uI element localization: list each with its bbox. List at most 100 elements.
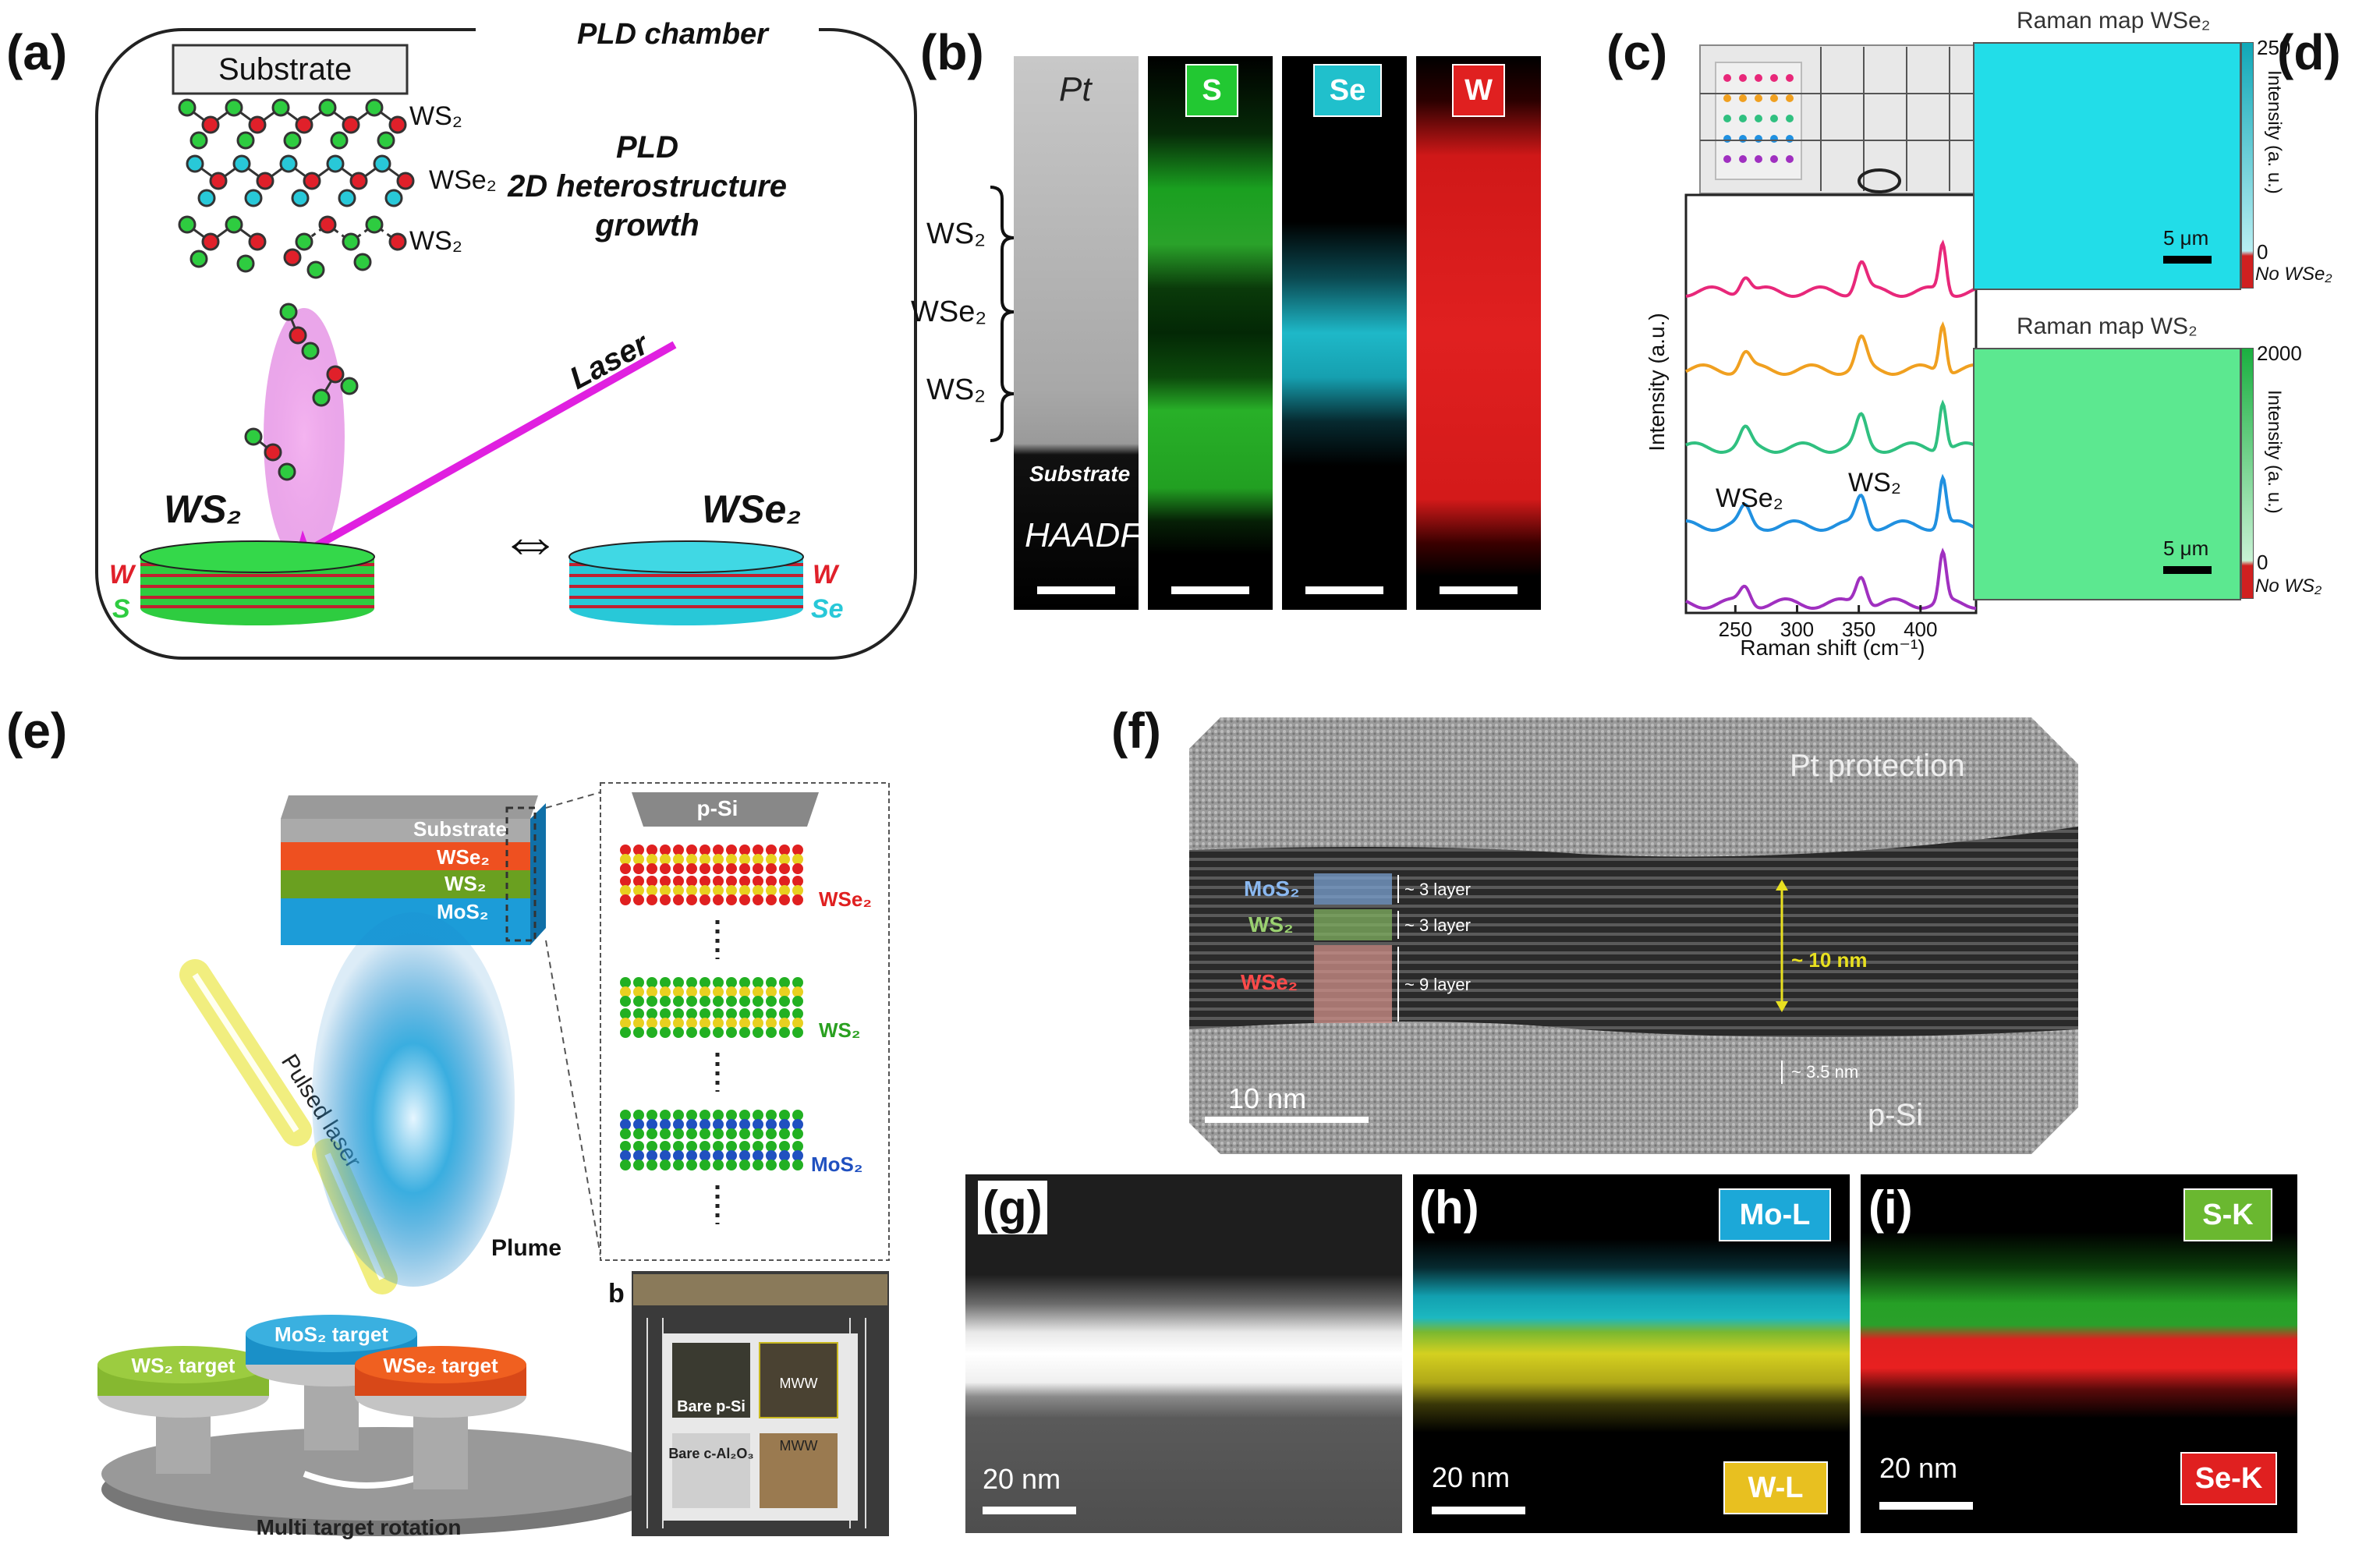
atom bbox=[633, 1141, 644, 1152]
chamber-title: PLD chamber bbox=[577, 18, 770, 51]
atom bbox=[739, 1027, 750, 1038]
photo-mww1: MWW bbox=[780, 1376, 818, 1391]
zoom-top-label: p-Si bbox=[697, 796, 738, 820]
wse2-target-e bbox=[355, 1346, 526, 1489]
atom bbox=[726, 876, 737, 887]
atom bbox=[766, 986, 777, 997]
atom bbox=[792, 894, 803, 905]
atom bbox=[633, 1027, 644, 1038]
inset-dot bbox=[1786, 94, 1794, 102]
panel-b-braces: WS₂ WSe₂ WS₂ bbox=[911, 186, 1015, 442]
atom bbox=[766, 977, 777, 988]
raman-series bbox=[1685, 239, 1977, 610]
atom bbox=[779, 1119, 790, 1130]
atom bbox=[660, 996, 671, 1007]
photo-mww2: MWW bbox=[780, 1438, 818, 1454]
atom bbox=[633, 894, 644, 905]
atom bbox=[753, 885, 763, 896]
atom bbox=[713, 1119, 724, 1130]
inset-dot bbox=[1723, 94, 1731, 102]
atom bbox=[766, 1018, 777, 1029]
inset-dot bbox=[1770, 115, 1778, 122]
atom bbox=[753, 1128, 763, 1139]
atom bbox=[779, 1018, 790, 1029]
panel-b-images: Pt Substrate HAADF S Se W bbox=[1014, 56, 1583, 610]
atom bbox=[753, 1027, 763, 1038]
panel-label-b: (b) bbox=[920, 24, 984, 80]
tag-s-k: S-K bbox=[2183, 1188, 2272, 1241]
atom bbox=[646, 1141, 657, 1152]
layer3-label: WS₂ bbox=[409, 226, 462, 256]
atom bbox=[686, 885, 697, 896]
atom bbox=[739, 876, 750, 887]
atom bbox=[699, 1160, 710, 1170]
atom bbox=[660, 854, 671, 865]
atom bbox=[726, 1160, 737, 1170]
map1-scale-bar bbox=[2163, 256, 2212, 264]
eds-map-w bbox=[1416, 56, 1541, 610]
inset-dot bbox=[1770, 74, 1778, 82]
atom bbox=[686, 854, 697, 865]
atom bbox=[673, 863, 684, 874]
atom bbox=[633, 845, 644, 855]
photo-bare-psi: Bare p-Si bbox=[677, 1398, 746, 1415]
panel-label-d: (d) bbox=[2277, 24, 2341, 80]
atom bbox=[739, 885, 750, 896]
atom bbox=[753, 1018, 763, 1029]
right-el-se: Se bbox=[811, 594, 844, 624]
atom bbox=[726, 1128, 737, 1139]
atom bbox=[620, 1018, 631, 1029]
atom bbox=[699, 1018, 710, 1029]
panel-label-f: (f) bbox=[1111, 703, 1161, 759]
atom bbox=[686, 977, 697, 988]
atom bbox=[699, 854, 710, 865]
atom bbox=[739, 1018, 750, 1029]
layer2-label: WSe₂ bbox=[429, 165, 497, 195]
atom bbox=[686, 1128, 697, 1139]
atom bbox=[779, 1027, 790, 1038]
tag-w: W bbox=[1452, 64, 1505, 117]
map1-no: No WSe₂ bbox=[2255, 264, 2332, 285]
atom bbox=[646, 1128, 657, 1139]
atom bbox=[739, 996, 750, 1007]
map1-colorbar bbox=[2241, 42, 2254, 289]
ws2-layer-bottom bbox=[178, 215, 407, 279]
target-ws2-label: WS₂ target bbox=[132, 1354, 236, 1377]
atom bbox=[792, 1128, 803, 1139]
ws2-layer-top bbox=[178, 98, 407, 150]
wse2-target bbox=[568, 540, 804, 625]
panel-label-a: (a) bbox=[6, 24, 68, 80]
panel-h-scale-label: 20 nm bbox=[1432, 1461, 1511, 1493]
atom bbox=[686, 986, 697, 997]
map2-scale-bar bbox=[2163, 566, 2212, 574]
plume-label: Plume bbox=[491, 1235, 561, 1261]
atom bbox=[779, 1128, 790, 1139]
panel-f-tem: Pt protection p-Si 10 nm MoS₂ WS₂ WSe₂ ~… bbox=[1189, 717, 2078, 1154]
x-tick-label: 300 bbox=[1780, 618, 1814, 641]
atom bbox=[753, 1119, 763, 1130]
sample-photo-inset bbox=[1699, 44, 1978, 194]
ablated-molecules bbox=[244, 303, 359, 481]
inset-dot bbox=[1755, 155, 1762, 163]
atom bbox=[699, 1141, 710, 1152]
atom bbox=[646, 996, 657, 1007]
inset-dot bbox=[1739, 74, 1747, 82]
atom bbox=[792, 845, 803, 855]
atom bbox=[620, 986, 631, 997]
haadf-substrate-label: Substrate bbox=[1029, 462, 1131, 486]
pt-protection-label: Pt protection bbox=[1790, 749, 1965, 783]
left-el-w: W bbox=[109, 560, 136, 590]
atom bbox=[646, 986, 657, 997]
laser-beam bbox=[300, 341, 677, 558]
growth-line3: growth bbox=[594, 208, 699, 243]
inset-dot bbox=[1739, 94, 1747, 102]
atom bbox=[699, 986, 710, 997]
inset-dot bbox=[1755, 135, 1762, 143]
layer-count-3: ~ 9 layer bbox=[1404, 975, 1471, 994]
map2-bar-label: Intensity (a. u.) bbox=[2264, 390, 2285, 514]
atom bbox=[620, 894, 631, 905]
atom bbox=[766, 1008, 777, 1019]
atom bbox=[686, 1160, 697, 1170]
atom bbox=[686, 996, 697, 1007]
atom bbox=[779, 845, 790, 855]
